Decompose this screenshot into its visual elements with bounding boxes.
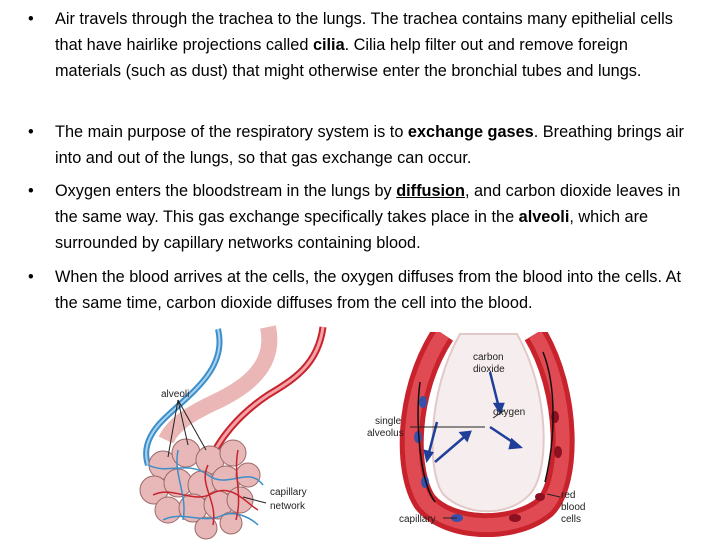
leader-lines xyxy=(167,399,267,504)
alveoli-cluster xyxy=(139,438,261,540)
label-capillary: capillary xyxy=(270,487,307,498)
term-exchange-gases: exchange gases xyxy=(407,123,534,141)
label-carbon: carbon xyxy=(473,352,504,363)
term-alveoli: alveoli xyxy=(518,208,570,226)
gas-arrows xyxy=(423,371,523,464)
bullet-marker: • xyxy=(28,182,34,200)
label-cells: cells xyxy=(561,514,581,525)
bullet-text: The main purpose of the respiratory syst… xyxy=(55,123,684,167)
term-diffusion: diffusion xyxy=(396,182,465,200)
label-alveolus: alveolus xyxy=(367,428,404,439)
bullet-text: Air travels through the trachea to the l… xyxy=(55,10,673,80)
label-single: single xyxy=(375,416,402,427)
alveolus-illustration: carbon dioxide single alveolus oxygen re… xyxy=(367,332,585,537)
vein-inner xyxy=(145,328,221,466)
artery-inner xyxy=(206,326,325,466)
bronchiole xyxy=(158,325,278,444)
leader-lines xyxy=(410,409,561,519)
label-red: red xyxy=(561,490,575,501)
label-alveoli: alveoli xyxy=(161,389,189,400)
bullet-marker: • xyxy=(28,268,34,286)
label-network: network xyxy=(270,501,306,512)
label-oxygen: oxygen xyxy=(493,407,525,418)
bullet-text: Oxygen enters the bloodstream in the lun… xyxy=(55,182,681,252)
label-capillary: capillary xyxy=(399,514,436,525)
term-cilia: cilia xyxy=(312,36,345,54)
label-dioxide: dioxide xyxy=(473,364,505,375)
bullet-marker: • xyxy=(28,123,34,141)
alveoli-illustration: alveoli capillary network xyxy=(139,325,327,540)
alveolus-interior xyxy=(431,333,545,513)
bullet-marker: • xyxy=(28,10,34,28)
label-blood: blood xyxy=(561,502,585,513)
capillary-inner-wall xyxy=(404,332,570,533)
bullet-text: When the blood arrives at the cells, the… xyxy=(55,268,681,312)
capillary-network xyxy=(147,449,264,526)
